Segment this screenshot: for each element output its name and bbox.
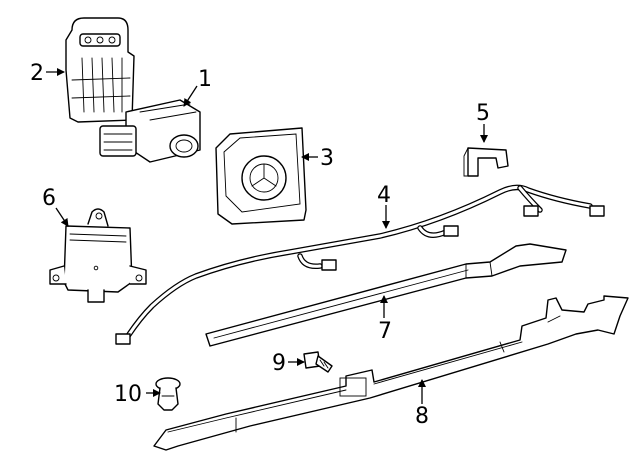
callout-7: 7 (378, 319, 392, 344)
control-module (49, 208, 147, 303)
bolt (303, 351, 333, 373)
callout-2: 2 (30, 61, 44, 86)
leader-lines (46, 68, 488, 404)
sensor-retainer (215, 127, 307, 225)
parking-sensor (99, 99, 201, 163)
callout-3: 3 (320, 146, 334, 171)
wire-harness (115, 184, 605, 345)
callout-1: 1 (198, 67, 212, 92)
push-clip (155, 377, 181, 411)
callout-6: 6 (42, 186, 56, 211)
callout-8: 8 (415, 404, 429, 429)
sensor-bracket (65, 17, 135, 123)
clip (463, 147, 509, 177)
callout-10: 10 (114, 382, 142, 407)
callout-9: 9 (272, 351, 286, 376)
callout-5: 5 (476, 101, 490, 126)
callout-4: 4 (377, 183, 391, 208)
mounting-rail (153, 295, 629, 451)
